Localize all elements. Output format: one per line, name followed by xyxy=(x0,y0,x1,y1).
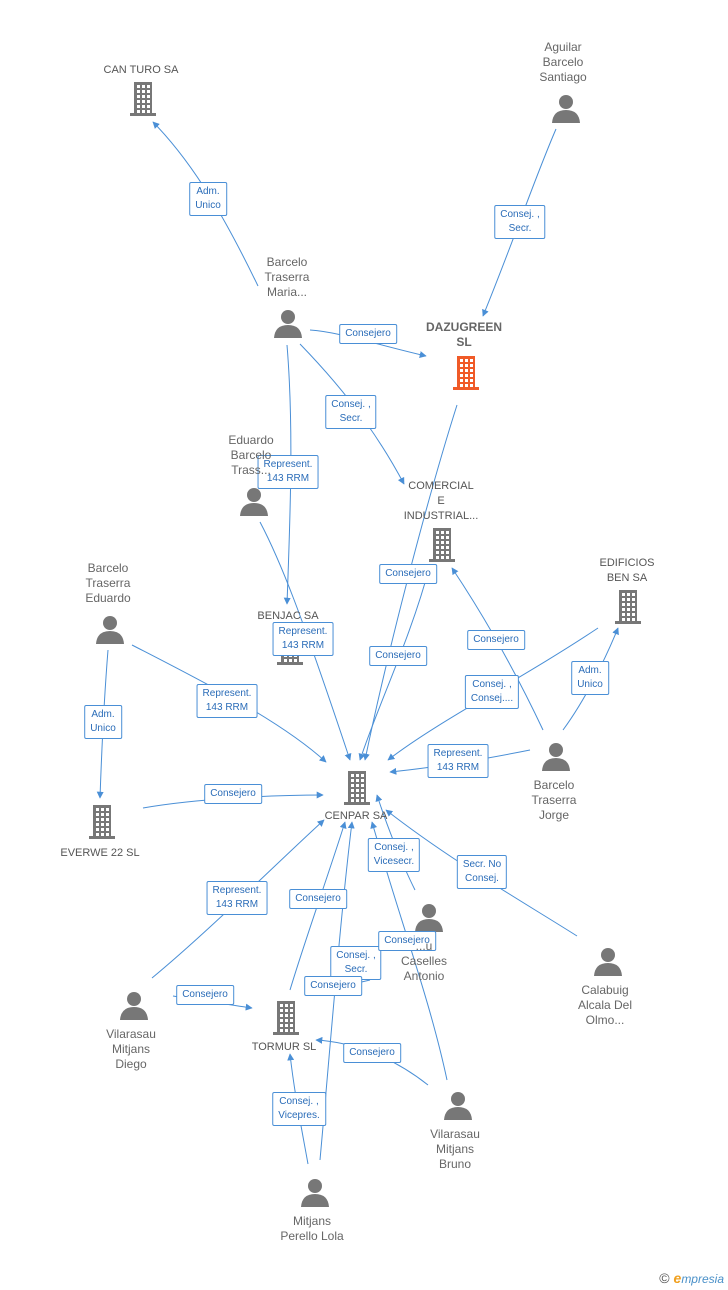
person-name[interactable]: Barcelo Traserra Maria... xyxy=(264,255,310,299)
person-icon[interactable] xyxy=(594,948,622,976)
company-name[interactable]: COMERCIAL E INDUSTRIAL... xyxy=(403,480,479,522)
person-icon[interactable] xyxy=(415,904,443,932)
building-icon[interactable] xyxy=(89,805,115,839)
edge-label[interactable]: Consejero xyxy=(339,324,397,344)
edge-label[interactable]: Consejero xyxy=(369,646,427,666)
person-name[interactable]: Vilarasau Mitjans Diego xyxy=(106,1027,156,1071)
edge-line xyxy=(358,564,431,761)
edges-layer xyxy=(96,121,619,1165)
edge-label[interactable]: Adm. Unico xyxy=(189,182,227,216)
edge-label[interactable]: Consejero xyxy=(204,784,262,804)
company-name[interactable]: DAZUGREEN SL xyxy=(425,320,503,349)
brand-logo: empresia xyxy=(673,1270,724,1286)
edge-label[interactable]: Consej. , Secr. xyxy=(325,395,377,429)
company-name[interactable]: EDIFICIOS BEN SA xyxy=(599,557,655,584)
edge-label[interactable]: Consejero xyxy=(379,564,437,584)
company-name[interactable]: TORMUR SL xyxy=(251,1041,317,1053)
building-icon[interactable] xyxy=(344,771,370,805)
person-name[interactable]: Mitjans Perello Lola xyxy=(280,1214,344,1243)
edge-label[interactable]: Represent. 143 RRM xyxy=(427,744,489,778)
edge-label[interactable]: Consejero xyxy=(289,889,347,909)
person-icon[interactable] xyxy=(274,310,302,338)
company-name[interactable]: EVERWE 22 SL xyxy=(60,847,140,859)
person-name[interactable]: Barcelo Traserra Eduardo xyxy=(85,561,131,605)
edge-label[interactable]: Secr. No Consej. xyxy=(456,855,508,889)
edge-label[interactable]: Represent. 143 RRM xyxy=(272,622,334,656)
copyright-symbol: © xyxy=(659,1270,670,1286)
company-name[interactable]: CENPAR SA xyxy=(324,810,388,822)
person-name[interactable]: ...u Caselles Antonio xyxy=(400,939,448,983)
edge-label[interactable]: Consejero xyxy=(343,1043,401,1063)
edge-line xyxy=(259,521,352,761)
person-icon[interactable] xyxy=(240,488,268,516)
edge-label[interactable]: Represent. 143 RRM xyxy=(196,684,258,718)
person-icon[interactable] xyxy=(301,1179,329,1207)
edge-label[interactable]: Consej. , Secr. xyxy=(494,205,546,239)
building-icon[interactable] xyxy=(615,590,641,624)
person-name[interactable]: Vilarasau Mitjans Bruno xyxy=(430,1127,480,1171)
building-icon[interactable] xyxy=(273,1001,299,1035)
watermark: © empresia xyxy=(659,1270,724,1286)
edge-label[interactable]: Represent. 143 RRM xyxy=(206,881,268,915)
edge-label[interactable]: Consejero xyxy=(304,976,362,996)
building-icon[interactable] xyxy=(130,82,156,116)
edge-label[interactable]: Consejero xyxy=(176,985,234,1005)
person-name[interactable]: Eduardo Barcelo Trass... xyxy=(228,433,274,477)
edge-label[interactable]: Consej. , Consej.... xyxy=(464,675,520,709)
building-icon[interactable] xyxy=(453,356,479,390)
company-name[interactable]: BENJAC SA xyxy=(257,610,319,622)
company-name[interactable]: CAN TURO SA xyxy=(103,64,179,76)
edge-label[interactable]: Consej. , Vicepres. xyxy=(272,1092,326,1126)
person-icon[interactable] xyxy=(552,95,580,123)
icons-layer xyxy=(89,82,641,1207)
person-icon[interactable] xyxy=(96,616,124,644)
edge-label[interactable]: Adm. Unico xyxy=(84,705,122,739)
edge-label[interactable]: Consej. , Vicesecr. xyxy=(367,838,421,872)
person-icon[interactable] xyxy=(542,743,570,771)
edge-label[interactable]: Consejero xyxy=(467,630,525,650)
person-name[interactable]: Aguilar Barcelo Santiago xyxy=(539,40,587,84)
person-name[interactable]: Barcelo Traserra Jorge xyxy=(531,778,577,822)
building-icon[interactable] xyxy=(429,528,455,562)
edge-label[interactable]: Adm. Unico xyxy=(571,661,609,695)
edge-label[interactable]: Consej. , Secr. xyxy=(330,946,382,980)
person-icon[interactable] xyxy=(120,992,148,1020)
edge-label[interactable]: Consejero xyxy=(378,931,436,951)
edge-label[interactable]: Represent. 143 RRM xyxy=(257,455,319,489)
person-name[interactable]: Calabuig Alcala Del Olmo... xyxy=(577,983,633,1027)
person-icon[interactable] xyxy=(444,1092,472,1120)
